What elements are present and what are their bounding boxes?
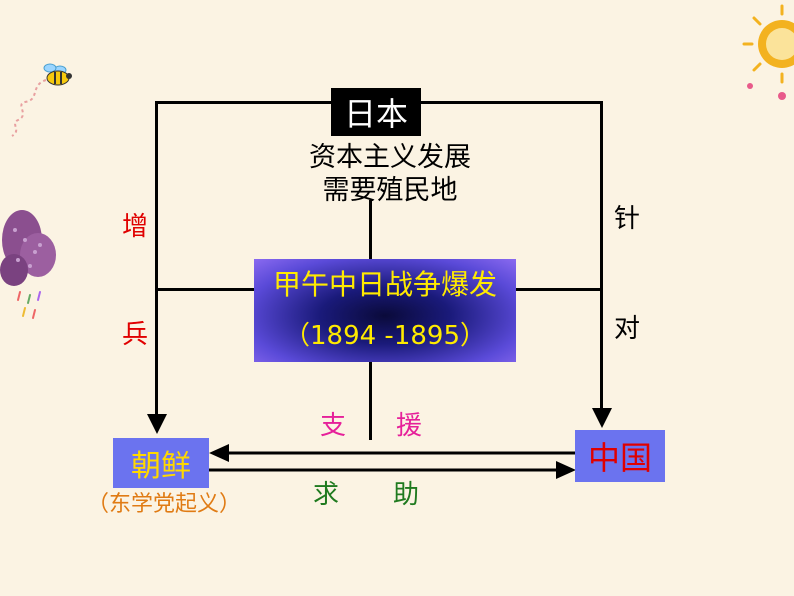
war-title: 甲午中日战争爆发 <box>272 268 497 301</box>
war-node: 甲午中日战争爆发 （1894 -1895） <box>254 259 516 362</box>
cause-line-2: 需要殖民地 <box>322 175 458 206</box>
horizontal-left-line <box>157 288 255 291</box>
support-arrow-to-korea <box>209 444 576 462</box>
bee-icon <box>11 63 72 137</box>
cloud-icon <box>0 210 56 319</box>
korea-uprising-label: （东学党起义） <box>87 492 242 517</box>
left-label-char-2: 兵 <box>122 320 149 350</box>
right-label-char-2: 对 <box>614 314 641 344</box>
korea-node: 朝鲜 <box>113 438 209 488</box>
right-label-char-1: 针 <box>614 204 641 234</box>
arrow-to-china-down <box>592 408 612 428</box>
left-vertical-line <box>155 101 158 419</box>
war-years: （1894 -1895） <box>284 321 486 351</box>
right-vertical-line <box>600 101 603 411</box>
center-upper-line <box>369 200 372 260</box>
support-label-char-1: 支 <box>320 411 347 441</box>
left-label-char-1: 增 <box>122 212 149 242</box>
cause-line-1: 资本主义发展 <box>309 142 471 173</box>
sun-icon <box>742 4 794 100</box>
japan-node: 日本 <box>331 88 421 136</box>
horizontal-right-line <box>515 288 602 291</box>
center-lower-line <box>369 362 372 440</box>
china-node: 中国 <box>575 430 665 482</box>
support-label-char-2: 援 <box>396 411 423 441</box>
arrow-to-korea-down <box>147 414 167 434</box>
request-arrow-to-china <box>209 461 576 479</box>
request-label-char-2: 助 <box>393 480 420 510</box>
request-label-char-1: 求 <box>313 480 340 510</box>
japan-cause-text: 资本主义发展 需要殖民地 <box>270 141 510 207</box>
